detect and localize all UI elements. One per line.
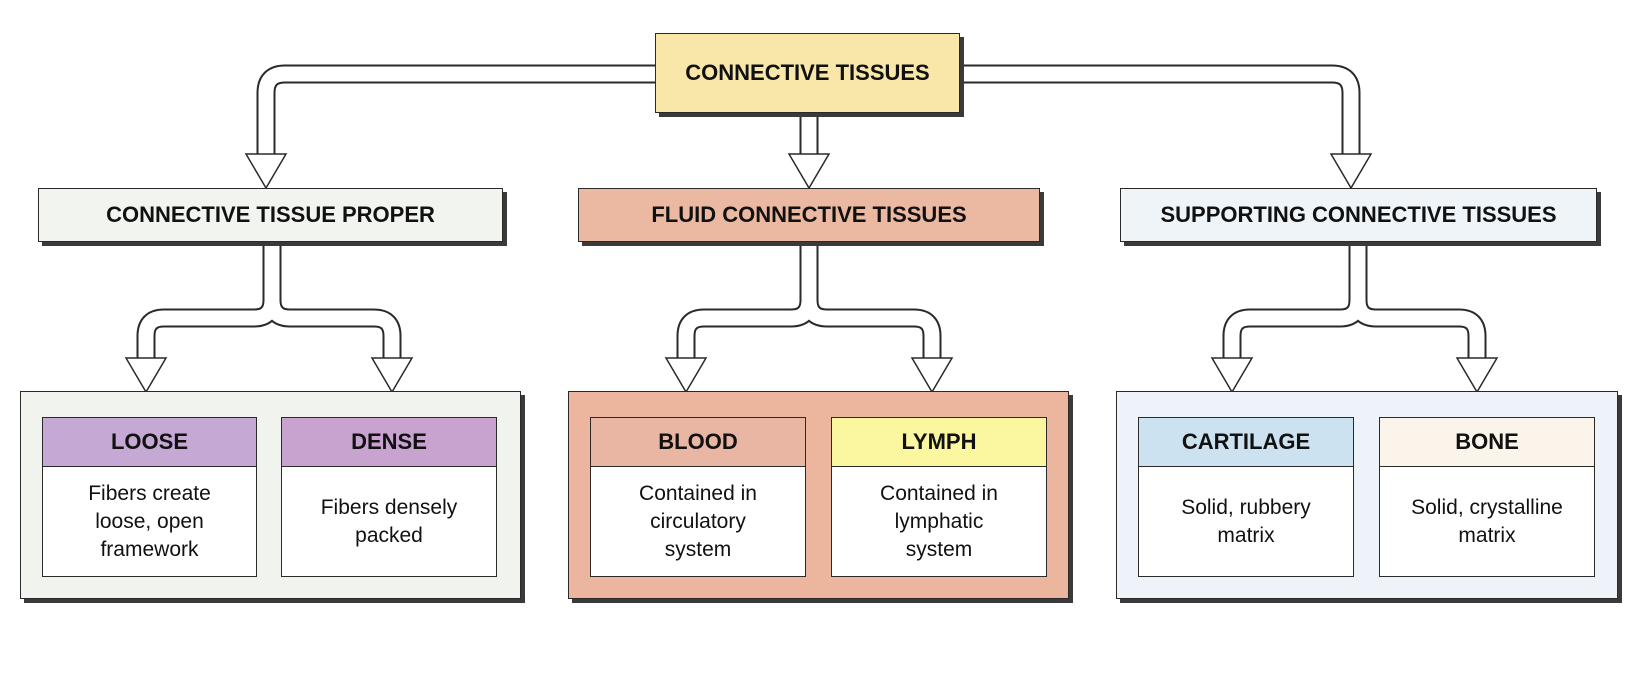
category-box-fluid-connective-tissues: FLUID CONNECTIVE TISSUES xyxy=(578,188,1040,242)
arrow-root-to-supporting xyxy=(960,64,1361,156)
tissue-card-header: LOOSE xyxy=(43,418,256,467)
tissue-card-dense: DENSE Fibers densely packed xyxy=(281,417,497,577)
category-label: FLUID CONNECTIVE TISSUES xyxy=(651,202,967,227)
category-label: CONNECTIVE TISSUE PROPER xyxy=(106,202,435,227)
tissue-card-cartilage: CARTILAGE Solid, rubbery matrix xyxy=(1138,417,1354,577)
tissue-card-header: DENSE xyxy=(282,418,496,467)
tissue-card-blood: BLOOD Contained in circulatory system xyxy=(590,417,806,577)
tissue-card-header: LYMPH xyxy=(832,418,1046,467)
arrowhead-proper-left xyxy=(124,357,168,394)
arrowhead-supporting xyxy=(1329,153,1373,190)
arrowhead-fluid xyxy=(787,153,831,190)
category-box-supporting-connective-tissues: SUPPORTING CONNECTIVE TISSUES xyxy=(1120,188,1597,242)
arrowhead-supporting-right xyxy=(1455,357,1499,394)
tissue-card-description: Solid, rubbery matrix xyxy=(1181,495,1311,547)
arrowhead-supporting-left xyxy=(1210,357,1254,394)
arrowhead-fluid-left xyxy=(664,357,708,394)
category-label: SUPPORTING CONNECTIVE TISSUES xyxy=(1160,202,1557,227)
root-label: CONNECTIVE TISSUES xyxy=(685,60,930,85)
tissue-card-description: Solid, crystalline matrix xyxy=(1411,495,1563,547)
arrow-fork-proper-core xyxy=(138,242,400,360)
root-box-connective-tissues: CONNECTIVE TISSUES xyxy=(655,33,960,113)
tissue-card-header: CARTILAGE xyxy=(1139,418,1353,467)
tissue-card-description: Contained in circulatory system xyxy=(639,481,757,561)
tissue-card-loose: LOOSE Fibers create loose, open framewor… xyxy=(42,417,257,577)
arrow-fork-supporting-core xyxy=(1224,242,1485,360)
arrowhead-fluid-right xyxy=(910,357,954,394)
tissue-card-description: Fibers densely packed xyxy=(320,495,458,547)
tissue-card-bone: BONE Solid, crystalline matrix xyxy=(1379,417,1595,577)
tissue-card-header: BONE xyxy=(1380,418,1594,467)
arrow-root-to-supporting-core xyxy=(960,66,1359,156)
tissue-card-description: Fibers create loose, open framework xyxy=(88,481,211,561)
tissue-card-lymph: LYMPH Contained in lymphatic system xyxy=(831,417,1047,577)
arrow-fork-fluid-core xyxy=(678,242,940,360)
arrow-root-to-proper-core xyxy=(258,66,655,156)
arrowhead-proper xyxy=(244,153,288,190)
arrow-root-to-proper xyxy=(256,64,655,156)
category-box-connective-tissue-proper: CONNECTIVE TISSUE PROPER xyxy=(38,188,503,242)
tissue-card-description: Contained in lymphatic system xyxy=(880,481,998,561)
arrowhead-proper-right xyxy=(370,357,414,394)
tissue-card-header: BLOOD xyxy=(591,418,805,467)
